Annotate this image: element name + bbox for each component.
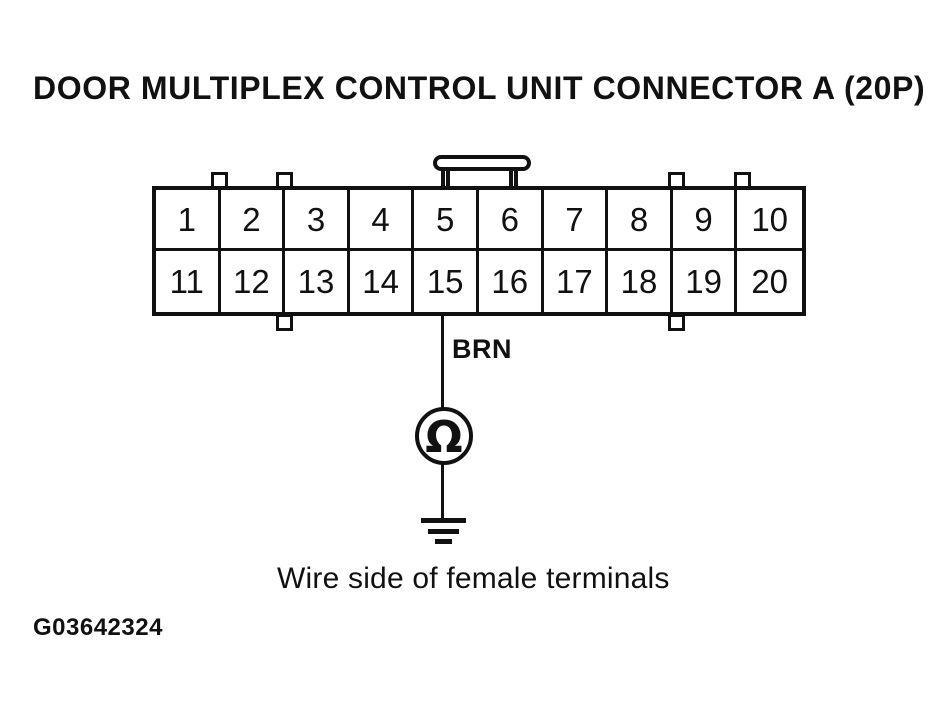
ohm-symbol: Ω [425, 411, 463, 463]
pin-cell: 16 [479, 251, 544, 312]
pin-cell: 11 [156, 251, 221, 312]
pin-cell: 9 [672, 190, 738, 251]
terminal-side-caption: Wire side of female terminals [277, 562, 670, 595]
wire-color-label: BRN [452, 334, 512, 364]
pin-cell: 4 [349, 190, 415, 251]
page-title: DOOR MULTIPLEX CONTROL UNIT CONNECTOR A … [33, 70, 926, 106]
pin-cell: 17 [544, 251, 609, 312]
pin-cell: 2 [220, 190, 286, 251]
figure-id: G03642324 [33, 614, 163, 641]
connector-tab-icon [668, 314, 685, 331]
pin-cell: 13 [285, 251, 350, 312]
pin-cell: 19 [673, 251, 738, 312]
pin-cell: 5 [414, 190, 479, 251]
pin-cell: 10 [737, 190, 802, 251]
pin-cell: 14 [350, 251, 415, 312]
pin-cell: 12 [221, 251, 286, 312]
pin-cell: 15 [414, 251, 479, 312]
latch-leg-right [509, 167, 518, 188]
pin-cell: 7 [543, 190, 609, 251]
wire-segment-upper [441, 314, 444, 408]
connector-tab-icon [276, 314, 293, 331]
pin-cell: 1 [156, 190, 221, 251]
wire-segment-lower [441, 463, 444, 521]
ground-icon [421, 518, 466, 523]
ground-icon [428, 529, 459, 534]
ohmmeter-icon: Ω [415, 407, 473, 465]
pin-cell: 18 [608, 251, 673, 312]
connector-pin-grid: 1 2 3 4 5 6 7 8 9 10 11 12 13 14 15 16 1… [152, 186, 806, 316]
pin-cell: 3 [285, 190, 350, 251]
ground-icon [435, 539, 452, 544]
latch-leg-left [441, 167, 450, 188]
connector-latch-icon [433, 155, 531, 171]
pin-cell: 20 [751, 263, 789, 300]
pin-cell: 6 [478, 190, 544, 251]
pin-cell: 8 [608, 190, 673, 251]
